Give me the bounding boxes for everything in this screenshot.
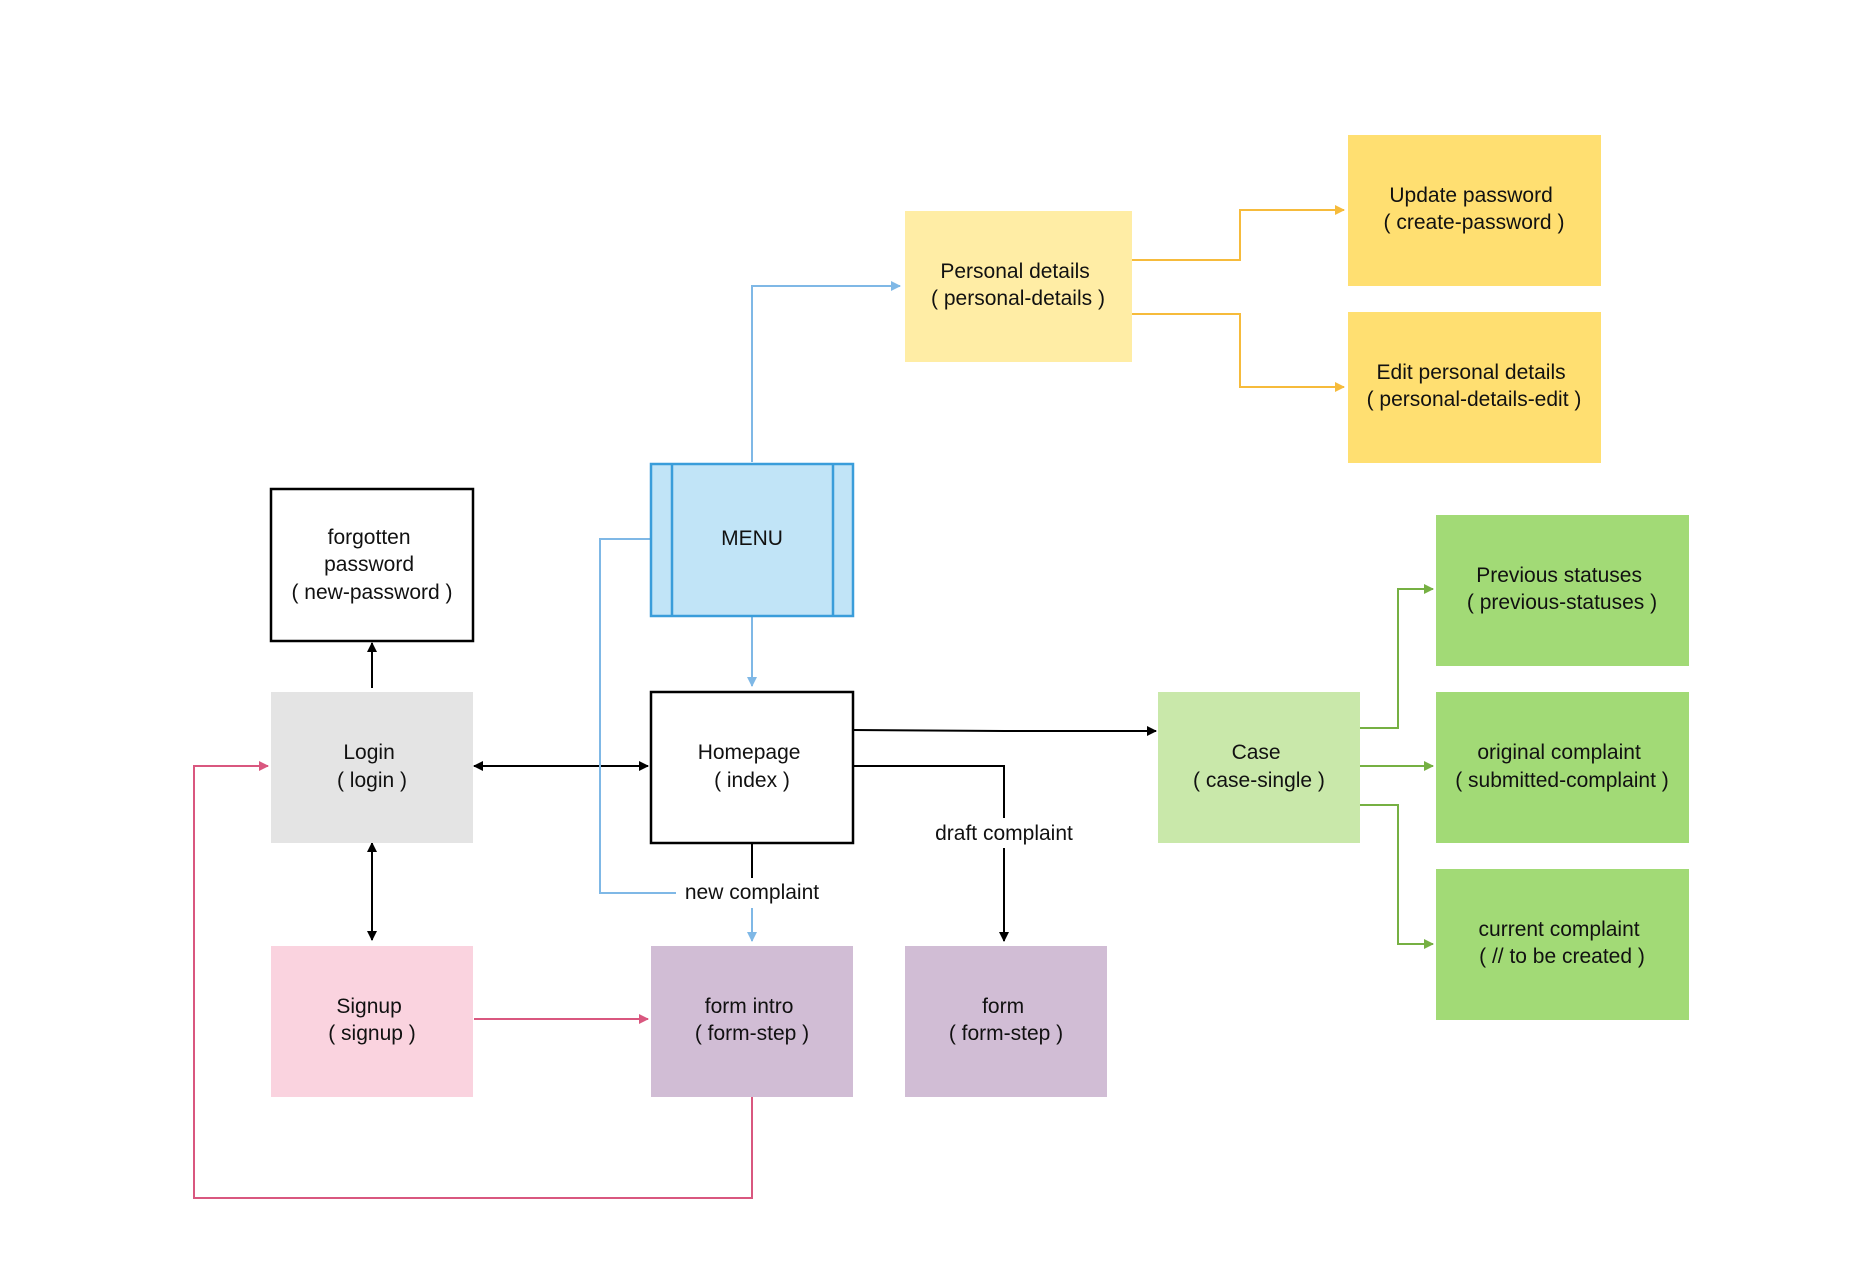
node-label: MENU (721, 527, 783, 550)
node-forgotten-password[interactable]: forgotten password ( new-password ) (269, 487, 475, 643)
node-label: Login ( login ) (337, 741, 407, 792)
node-original-complaint[interactable]: original complaint ( submitted-complaint… (1436, 692, 1689, 843)
node-homepage[interactable]: Homepage ( index ) (649, 690, 855, 845)
edges (193, 205, 1434, 1199)
node-label: Update password ( create-password ) (1384, 184, 1565, 234)
node-label: Case ( case-single ) (1193, 741, 1325, 792)
node-edit-personal-details[interactable]: Edit personal details ( personal-details… (1348, 312, 1601, 463)
node-signup[interactable]: Signup ( signup ) (271, 946, 473, 1097)
node-previous-statuses[interactable]: Previous statuses ( previous-statuses ) (1436, 515, 1689, 666)
edge-homepage-to-form (852, 765, 1009, 942)
node-case[interactable]: Case ( case-single ) (1158, 692, 1360, 843)
edge-form-intro-to-login (193, 761, 753, 1199)
node-login[interactable]: Login ( login ) (271, 692, 473, 843)
edge-menu-to-form-intro (599, 538, 678, 894)
node-form-intro[interactable]: form intro ( form-step ) (651, 946, 853, 1097)
edge-menu-to-personal (751, 281, 901, 462)
edge-homepage-to-case (851, 726, 1157, 736)
node-label: Edit personal details ( personal-details… (1367, 361, 1582, 411)
node-label: Personal details ( personal-details ) (931, 260, 1105, 310)
edge-personal-to-update-password (1132, 205, 1345, 261)
edge-label-draft-complaint: draft complaint (935, 822, 1073, 845)
node-label: Signup ( signup ) (328, 995, 416, 1045)
node-personal-details[interactable]: Personal details ( personal-details ) (905, 211, 1132, 362)
node-form[interactable]: form ( form-step ) (905, 946, 1107, 1097)
node-label: Previous statuses ( previous-statuses ) (1467, 564, 1657, 614)
edge-labels: draft complaint new complaint (676, 818, 1084, 908)
node-label: Homepage ( index ) (698, 741, 807, 792)
node-label: forgotten password ( new-password ) (291, 526, 452, 604)
edge-case-to-previous (1360, 584, 1434, 729)
node-label: current complaint ( // to be created ) (1479, 918, 1646, 968)
node-current-complaint[interactable]: current complaint ( // to be created ) (1436, 869, 1689, 1020)
edge-label-new-complaint: new complaint (685, 881, 819, 904)
node-label: original complaint ( submitted-complaint… (1455, 741, 1669, 792)
edge-case-to-current (1360, 804, 1434, 949)
node-menu[interactable]: MENU (649, 462, 855, 618)
node-label: form ( form-step ) (949, 995, 1063, 1045)
edge-personal-to-edit (1132, 313, 1345, 392)
node-update-password[interactable]: Update password ( create-password ) (1348, 135, 1601, 286)
nodes: forgotten password ( new-password ) Logi… (269, 135, 1689, 1097)
node-label: form intro ( form-step ) (695, 995, 809, 1045)
